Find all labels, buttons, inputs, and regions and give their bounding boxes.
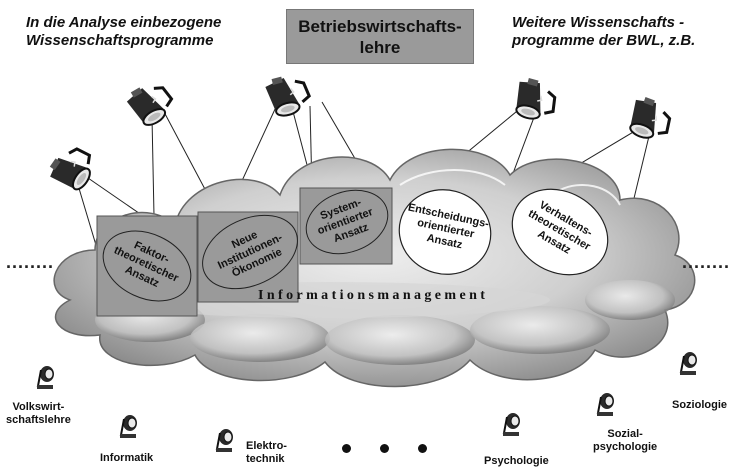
desk-lamp-icon xyxy=(502,412,521,437)
desk-lamp-icon xyxy=(36,365,55,390)
discipline-sozialpsychologie: Sozial- psychologie xyxy=(593,428,657,454)
discipline-line: Volkswirt- xyxy=(12,401,65,413)
program-systemorientiert: System- orientierter Ansatz xyxy=(299,187,393,265)
spotlight-icon xyxy=(43,138,102,198)
spotlight-icon xyxy=(262,69,315,121)
desk-lamp-icon xyxy=(119,414,138,439)
discipline-line: technik xyxy=(246,453,285,465)
header-right-line: Weitere Wissenschafts - xyxy=(512,14,685,31)
ellipsis-dot xyxy=(380,444,389,453)
discipline-line: Sozial- xyxy=(607,428,643,440)
header-right: Weitere Wissenschafts - programme der BW… xyxy=(512,14,695,50)
spotlight-icon xyxy=(509,74,562,126)
discipline-informatik: Informatik xyxy=(100,452,153,465)
header-left: In die Analyse einbezogene Wissenschafts… xyxy=(26,14,221,50)
program-neue-institutionenoekonomie: Neue Institutionen- Ökonomie xyxy=(197,211,299,303)
ellipsis-dot xyxy=(418,444,427,453)
desk-lamp-icon xyxy=(596,392,615,417)
discipline-line: Informatik xyxy=(100,452,154,464)
discipline-line: schaftslehre xyxy=(6,414,71,426)
header-right-line: programme der BWL, z.B. xyxy=(512,32,696,49)
program-entscheidungsorientiert: Entscheidungs- orientierter Ansatz xyxy=(398,189,492,275)
program-verhaltenstheoretisch: Verhaltens- theoretischer Ansatz xyxy=(511,188,609,276)
discipline-soziologie: Soziologie xyxy=(672,399,727,412)
left-dotted-line: ........ xyxy=(6,252,55,272)
title-box: Betriebswirtschafts- lehre xyxy=(286,9,474,64)
program-faktortheoretisch: Faktor- theoretischer Ansatz xyxy=(96,215,198,317)
discipline-psychologie: Psychologie xyxy=(484,455,549,468)
cloud-label: Informationsmanagement xyxy=(258,288,489,303)
spotlight-icon xyxy=(623,92,678,147)
header-left-line: Wissenschaftsprogramme xyxy=(26,32,214,49)
discipline-volkswirtschaftslehre: Volkswirt- schaftslehre xyxy=(6,401,71,427)
discipline-elektrotechnik: Elektro- technik xyxy=(246,440,287,466)
desk-lamp-icon xyxy=(679,351,698,376)
discipline-line: Psychologie xyxy=(484,455,549,467)
ellipsis-dot xyxy=(342,444,351,453)
discipline-line: psychologie xyxy=(593,441,658,453)
title-line: Betriebswirtschafts- xyxy=(298,16,462,36)
right-dotted-line: ........ xyxy=(682,252,731,272)
discipline-line: Soziologie xyxy=(672,399,727,411)
desk-lamp-icon xyxy=(215,428,234,453)
discipline-line: Elektro- xyxy=(246,440,287,452)
header-left-line: In die Analyse einbezogene xyxy=(26,14,222,31)
title-line: lehre xyxy=(359,37,401,57)
